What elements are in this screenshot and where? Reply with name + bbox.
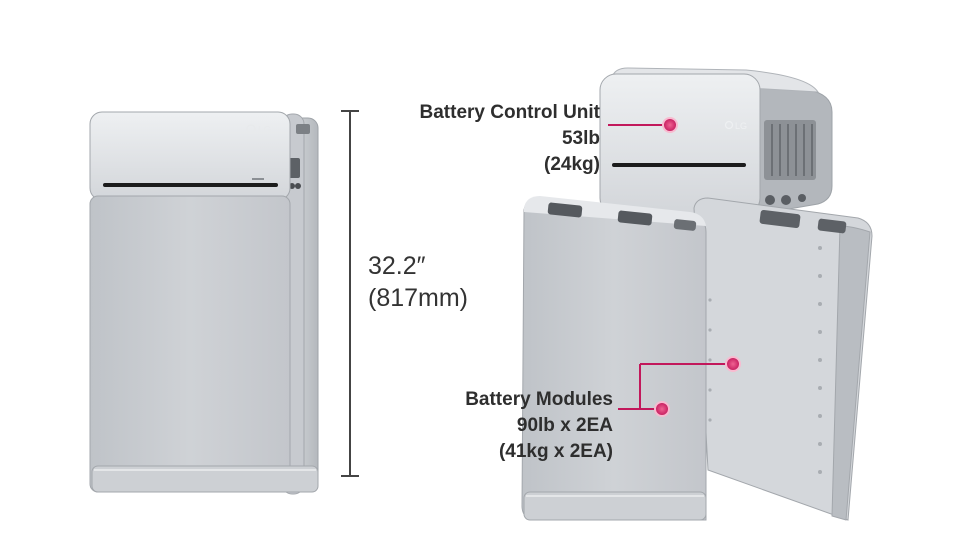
assembled-battery-unit: [89, 111, 319, 495]
bcu-weight-kg: (24kg): [544, 154, 600, 175]
height-inches: 32.2″: [368, 252, 426, 280]
height-dimension-label: 32.2″ (817mm): [368, 250, 468, 314]
height-millimeters: (817mm): [368, 284, 469, 312]
callout-modules-pointer: [618, 356, 741, 417]
height-dimension-line: [341, 110, 359, 477]
callout-battery-control-unit: Battery Control Unit 53lb (24kg): [420, 100, 601, 178]
modules-name: Battery Modules: [465, 389, 613, 410]
modules-weight-kg: (41kg x 2EA): [498, 441, 613, 462]
battery-control-unit-image: LG: [599, 67, 833, 215]
battery-module-rear-image: [693, 197, 873, 521]
svg-text:LG: LG: [258, 125, 272, 136]
callout-bcu-pointer: [608, 117, 678, 133]
lg-logo: LG: [246, 124, 272, 136]
svg-text:LG: LG: [735, 121, 747, 131]
battery-module-front-image: [521, 196, 707, 521]
callout-battery-modules: Battery Modules 90lb x 2EA (41kg x 2EA): [465, 387, 613, 465]
bcu-weight-lb: 53lb: [561, 128, 600, 149]
bcu-name: Battery Control Unit: [419, 102, 601, 123]
modules-weight-lb: 90lb x 2EA: [516, 415, 613, 436]
